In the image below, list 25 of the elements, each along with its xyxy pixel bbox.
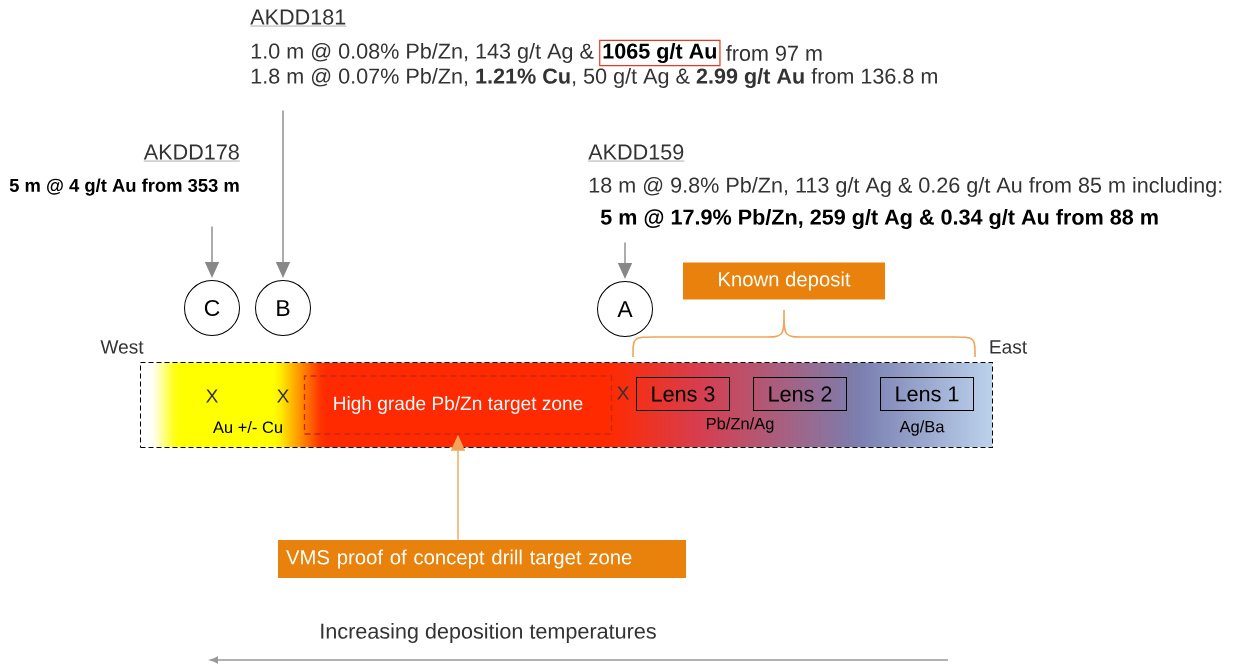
zone-label: Au +/- Cu [212,420,282,434]
label-box: Known deposit [683,262,885,300]
lens-box: Lens 2 [753,377,847,411]
assay-text: 5 m @ 4 g/t Au from 353 m [9,178,239,196]
zone-label: Pb/Zn/Ag [706,417,774,433]
direction-label: West [100,340,144,354]
x-mark: X [617,386,629,400]
x-mark: X [206,389,218,403]
assay-text: 18 m @ 9.8% Pb/Zn, 113 g/t Ag & 0.26 g/t Au from 85 m including: [589,176,1222,198]
assay-text: from 97 m [726,45,822,61]
direction-label: East [990,340,1027,354]
zone-label: Ag/Ba [899,420,945,436]
axis-label: Increasing deposition temperatures [321,622,656,644]
lens-box: Lens 3 [636,377,730,411]
assay-text: 1.8 m @ 0.07% Pb/Zn, 1.21% Cu, 50 g/t Ag & 2.99 g/t Au from 136.8 m [251,67,937,89]
hole-id: AKDD159 [588,144,685,162]
assay-text: 1.0 m @ 0.08% Pb/Zn, 143 g/t Ag & [251,42,594,64]
label-box: VMS proof of concept drill target zone [278,540,686,578]
x-mark: X [277,389,289,403]
hole-id: AKDD178 [143,144,240,162]
hole-id: AKDD181 [250,9,347,27]
target-zone-box: High grade Pb/Zn target zone [303,375,613,435]
lens-box: Lens 1 [880,377,974,411]
highlight-box: 1065 g/t Au [599,39,721,67]
assay-text: 5 m @ 17.9% Pb/Zn, 259 g/t Ag & 0.34 g/t Au from 88 m [600,208,1158,230]
